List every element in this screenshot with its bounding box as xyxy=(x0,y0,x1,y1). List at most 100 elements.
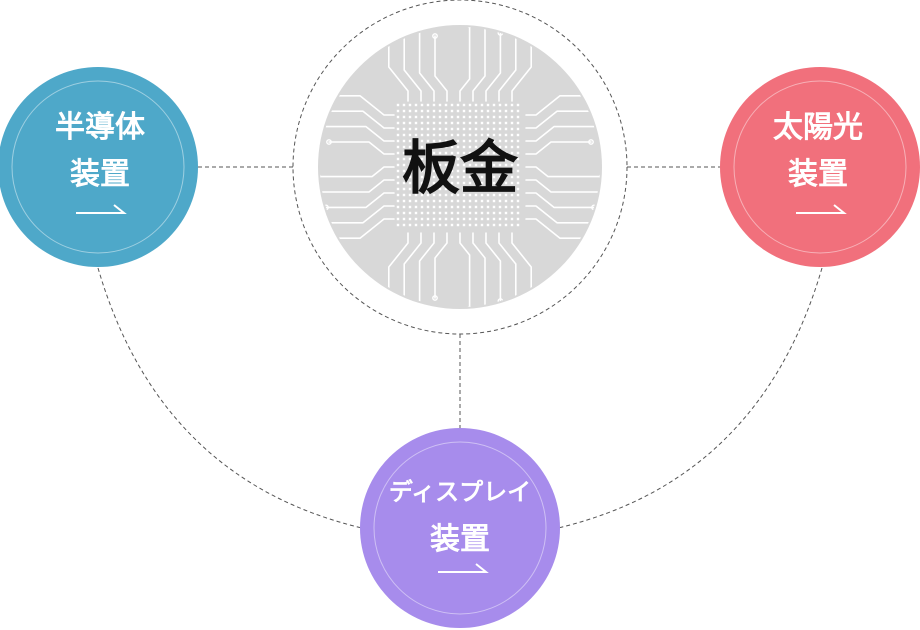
chip-dot xyxy=(480,169,484,173)
chip-dot xyxy=(438,211,442,215)
chip-dot xyxy=(444,169,448,173)
chip-dot xyxy=(480,103,484,107)
chip-dot xyxy=(408,163,412,167)
chip-dot xyxy=(402,139,406,143)
chip-dot xyxy=(408,175,412,179)
chip-trace-pad xyxy=(320,92,323,99)
chip-trace xyxy=(472,27,486,102)
chip-dot xyxy=(444,115,448,119)
chip-dot xyxy=(498,133,502,137)
chip-trace xyxy=(325,192,395,209)
chip-dot xyxy=(480,115,484,119)
chip-dot xyxy=(456,187,460,191)
chip-dot xyxy=(516,199,520,203)
chip-dot xyxy=(468,175,472,179)
chip-dot xyxy=(396,115,400,119)
chip-dot xyxy=(456,205,460,209)
chip-dot xyxy=(402,175,406,179)
chip-dot xyxy=(420,139,424,143)
chip-dot xyxy=(510,139,514,143)
chip-dot xyxy=(408,193,412,197)
chip-dot xyxy=(498,223,502,227)
chip-dot xyxy=(510,127,514,131)
chip-dot xyxy=(474,151,478,155)
chip-dot xyxy=(438,175,442,179)
chip-trace-pad xyxy=(529,333,533,337)
node-solar-label-line2: 装置 xyxy=(788,157,848,192)
chip-dot xyxy=(450,169,454,173)
chip-dot xyxy=(510,187,514,191)
chip-dot xyxy=(474,187,478,191)
chip-dot xyxy=(426,139,430,143)
chip-dot xyxy=(498,121,502,125)
node-display-label-line1: ディスプレイ xyxy=(389,478,531,506)
chip-dot xyxy=(462,139,466,143)
chip-dot xyxy=(486,151,490,155)
chip-dot xyxy=(516,205,520,209)
chip-trace xyxy=(387,232,409,307)
node-solar[interactable]: 太陽光 装置 xyxy=(720,67,920,267)
chip-dot xyxy=(426,181,430,185)
chip-dot xyxy=(432,133,436,137)
chip-trace-pad xyxy=(514,316,518,320)
node-semiconductor-label-line1: 半導体 xyxy=(55,110,146,145)
chip-dot xyxy=(468,199,472,203)
chip-dot xyxy=(480,181,484,185)
chip-dot xyxy=(414,175,418,179)
chip-dot xyxy=(450,103,454,107)
chip-dot xyxy=(498,163,502,167)
chip-dot xyxy=(492,151,496,155)
chip-trace xyxy=(525,205,600,224)
node-semiconductor[interactable]: 半導体 装置 xyxy=(0,67,198,267)
chip-dot xyxy=(414,211,418,215)
chip-dot xyxy=(468,193,472,197)
chip-dot xyxy=(486,133,490,137)
node-display[interactable]: ディスプレイ 装置 xyxy=(360,428,560,628)
chip-trace-pad xyxy=(432,33,438,39)
chip-trace xyxy=(320,95,395,116)
chip-trace-pad xyxy=(588,139,594,145)
node-display-inner-ring xyxy=(373,441,547,615)
chip-dot xyxy=(474,115,478,119)
chip-dot xyxy=(396,145,400,149)
chip-trace xyxy=(485,232,502,302)
chip-dot xyxy=(504,157,508,161)
chip-dot xyxy=(462,127,466,131)
chip-dot xyxy=(456,133,460,137)
chip-dot xyxy=(432,163,436,167)
chip-dot xyxy=(408,217,412,221)
chip-dot xyxy=(498,127,502,131)
chip-dot xyxy=(474,205,478,209)
chip-dot xyxy=(456,151,460,155)
chip-trace-pad xyxy=(617,190,621,194)
chip-dot xyxy=(492,163,496,167)
chip-dot xyxy=(504,109,508,113)
chip-dot xyxy=(402,151,406,155)
chip-dot xyxy=(492,115,496,119)
chip-dot xyxy=(420,211,424,215)
chip-dot xyxy=(516,151,520,155)
chip-dot xyxy=(408,157,412,161)
chip-trace xyxy=(485,32,502,102)
chip-dot xyxy=(498,175,502,179)
chip-dot xyxy=(492,199,496,203)
chip-dot xyxy=(414,163,418,167)
chip-dot xyxy=(444,187,448,191)
chip-dot xyxy=(408,181,412,185)
chip-dot xyxy=(402,121,406,125)
chip-dot xyxy=(468,127,472,131)
chip-dot xyxy=(414,151,418,155)
chip-dot xyxy=(492,181,496,185)
chip-dot xyxy=(396,103,400,107)
chip-dot xyxy=(462,175,466,179)
chip-dot xyxy=(444,217,448,221)
node-display-circle xyxy=(360,428,560,628)
chip-dot xyxy=(396,205,400,209)
chip-dot xyxy=(486,163,490,167)
chip-dot xyxy=(396,109,400,113)
chip-dot xyxy=(510,121,514,125)
chip-dot xyxy=(474,103,478,107)
chip-dot xyxy=(516,223,520,227)
chip-dot xyxy=(420,133,424,137)
